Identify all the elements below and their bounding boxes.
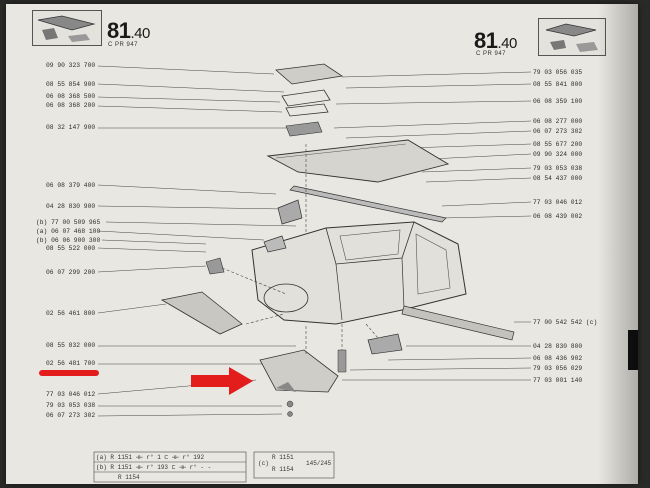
red-arrow-icon (191, 367, 253, 395)
ref-right: 77 00 542 542 (c) (533, 319, 598, 326)
ref-left: 06 08 368 200 (46, 102, 96, 109)
ref-left: 08 32 147 900 (46, 124, 96, 131)
ref-left: (a) 06 07 468 100 (36, 228, 101, 235)
parts-catalog-page: 81.40 C PR 947 81.40 C PR 947 (6, 4, 638, 484)
ref-left: (b) 06 06 900 300 (36, 237, 101, 244)
ref-right: 08 55 841 800 (533, 81, 583, 88)
ref-right: 06 07 273 302 (533, 128, 583, 135)
ref-right: 06 08 359 100 (533, 98, 583, 105)
page-edge-tab (628, 330, 638, 370)
table-row: R 1154 (118, 474, 140, 481)
ref-right: 06 08 439 002 (533, 213, 583, 220)
red-underline-marker (39, 370, 99, 376)
ref-left: 06 08 368 500 (46, 93, 96, 100)
ref-left-highlighted: 02 56 481 700 (46, 360, 96, 367)
table-c-label: (c) (258, 460, 269, 467)
ref-left: 06 08 379 400 (46, 182, 96, 189)
exploded-body-diagram (93, 63, 532, 483)
ref-right: 77 03 001 140 (533, 377, 583, 384)
ref-left: 06 07 273 302 (46, 412, 96, 419)
page-sub-left: C PR 947 (108, 42, 139, 48)
ref-right: 77 03 046 012 (533, 199, 583, 206)
ref-right: 08 55 677 200 (533, 141, 583, 148)
ref-left: 79 03 053 038 (46, 402, 96, 409)
ref-right: 06 08 277 000 (533, 118, 583, 125)
page-number-left: 81.40 (107, 18, 150, 43)
ref-left: 08 55 854 900 (46, 81, 96, 88)
ref-right: 79 03 056 035 (533, 69, 583, 76)
thumbnail-part-icon (538, 18, 606, 56)
table-row: (a) R 1151 ⊣⊢ r° 1 ⊏ ⊣⊢ r° 192 (96, 454, 205, 461)
ref-left: 08 55 522 000 (46, 245, 96, 252)
ref-right: 79 03 053 038 (533, 165, 583, 172)
ref-left: 77 03 046 012 (46, 391, 96, 398)
ref-right: 06 08 436 902 (533, 355, 583, 362)
table-c-row: R 1154 (272, 466, 294, 473)
ref-right: 09 90 324 000 (533, 151, 583, 158)
ref-left: 09 90 323 700 (46, 62, 96, 69)
ref-left: 08 55 832 000 (46, 342, 96, 349)
ref-left: (b) 77 00 509 965 (36, 219, 101, 226)
ref-right: 04 28 830 800 (533, 343, 583, 350)
table-c-row: R 1151 (272, 454, 294, 461)
table-c-fraction: 145/245 (306, 460, 332, 467)
page-sub-right: C PR 947 (476, 51, 507, 57)
ref-left: 06 07 299 200 (46, 269, 96, 276)
ref-right: 08 54 437 000 (533, 175, 583, 182)
ref-left: 04 28 830 900 (46, 203, 96, 210)
ref-right: 79 03 056 029 (533, 365, 583, 372)
ref-left: 02 56 461 800 (46, 310, 96, 317)
table-row: (b) R 1151 ⊣⊢ r° 193 ⊏ ⊣⊢ r° - - (96, 464, 212, 471)
thumbnail-part-icon (32, 10, 102, 46)
page-number-right: 81.40 (474, 28, 517, 53)
